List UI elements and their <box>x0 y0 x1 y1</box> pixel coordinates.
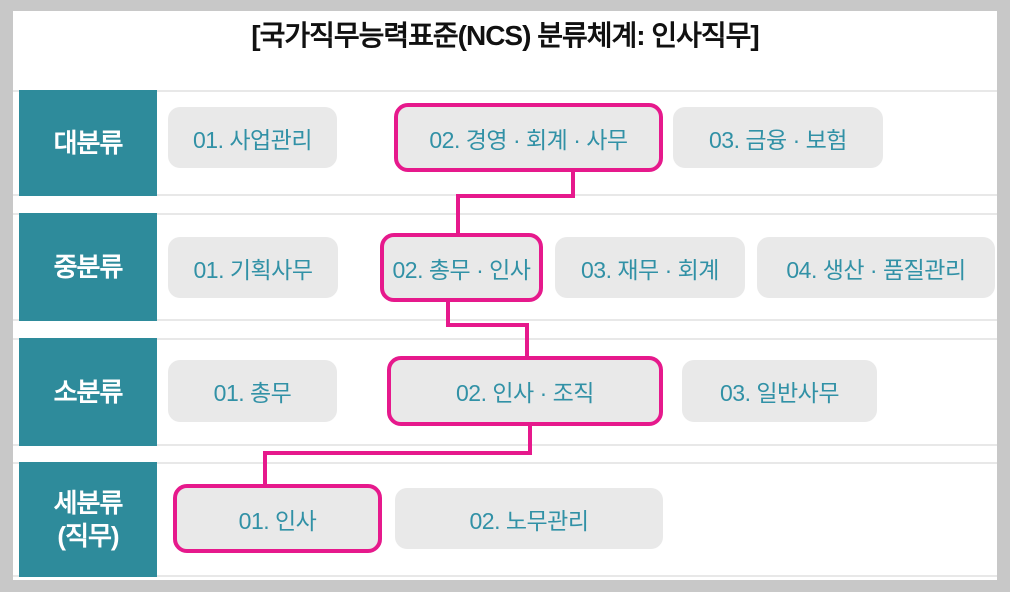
node-management-accounting-office: 02. 경영 · 회계 · 사무 <box>394 103 663 172</box>
row-label-major: 대분류 <box>19 90 157 196</box>
node-business-management: 01. 사업관리 <box>168 107 337 168</box>
node-production-quality: 04. 생산 · 품질관리 <box>757 237 995 298</box>
node-finance-insurance: 03. 금융 · 보험 <box>673 107 883 168</box>
row-label-detail: 세분류 (직무) <box>19 462 157 577</box>
node-general-affairs: 01. 총무 <box>168 360 337 422</box>
connector-line-3 <box>263 423 532 486</box>
node-planning-office: 01. 기획사무 <box>168 237 338 298</box>
node-hr: 01. 인사 <box>173 484 382 553</box>
diagram-title: [국가직무능력표준(NCS) 분류체계: 인사직무] <box>251 20 759 51</box>
node-labor-management: 02. 노무관리 <box>395 488 663 549</box>
node-finance-accounting: 03. 재무 · 회계 <box>555 237 745 298</box>
row-label-middle: 중분류 <box>19 213 157 321</box>
connector-line-2 <box>446 300 529 358</box>
connector-line-1 <box>456 170 575 235</box>
row-label-sub: 소분류 <box>19 338 157 446</box>
node-general-office: 03. 일반사무 <box>682 360 877 422</box>
node-hr-organization: 02. 인사 · 조직 <box>387 356 663 426</box>
node-general-affairs-hr: 02. 총무 · 인사 <box>380 233 543 302</box>
